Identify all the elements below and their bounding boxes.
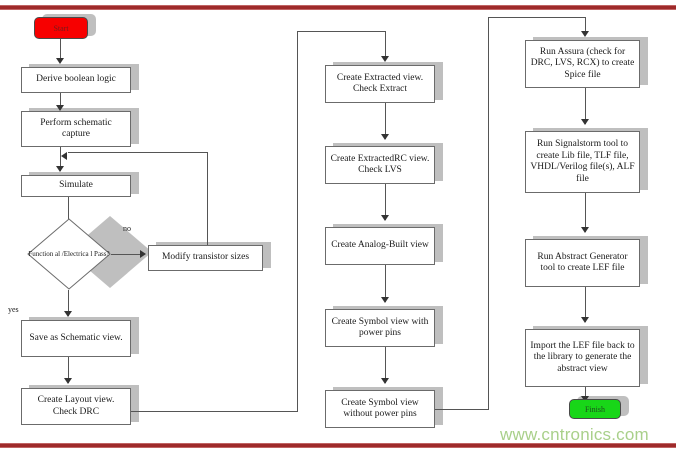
connector-import-to-finish bbox=[585, 387, 586, 401]
node-finish[interactable]: Finish bbox=[569, 399, 621, 419]
node-create-symbol-view-with-power-pins[interactable]: Create Symbol view with power pins bbox=[325, 309, 435, 347]
arrowhead-save-schematic bbox=[64, 311, 72, 317]
connector-decision-yes bbox=[68, 290, 69, 316]
connector-feedback-vertical bbox=[207, 152, 208, 245]
arrowhead-feedback-join bbox=[61, 152, 67, 160]
node-create-analog-built-view[interactable]: Create Analog-Built view bbox=[325, 227, 435, 265]
connector-extracted-to-extractedrc bbox=[385, 103, 386, 139]
arrowhead-create-symbol-with bbox=[381, 297, 389, 303]
node-simulate[interactable]: Simulate bbox=[21, 175, 131, 197]
connector-middle-to-right-v bbox=[488, 17, 489, 410]
connector-decision-no bbox=[111, 254, 142, 255]
connector-symbolwith-to-symbolwithout bbox=[385, 347, 386, 383]
arrowhead-modify-transistor bbox=[140, 250, 146, 258]
connector-extractedrc-to-analogbuilt bbox=[385, 184, 386, 220]
connector-analogbuilt-to-symbolwith bbox=[385, 265, 386, 302]
connector-start-to-derive bbox=[60, 39, 61, 60]
node-create-extracted-view-label: Create Extracted view. Check Extract bbox=[336, 72, 424, 95]
arrowhead-capture bbox=[56, 105, 64, 111]
node-create-extractedrc-view-label: Create ExtractedRC view. Check LVS bbox=[330, 153, 430, 176]
arrowhead-run-signalstorm bbox=[581, 119, 589, 125]
node-create-extracted-view[interactable]: Create Extracted view. Check Extract bbox=[325, 65, 435, 103]
arrowhead-run-assura bbox=[581, 31, 589, 37]
connector-signalstorm-to-abstract bbox=[585, 193, 586, 232]
connector-feedback-horizontal bbox=[68, 152, 208, 153]
node-create-extractedrc-view[interactable]: Create ExtractedRC view. Check LVS bbox=[325, 146, 435, 184]
page-rule-bottom bbox=[0, 443, 676, 448]
arrowhead-create-extractedrc bbox=[381, 134, 389, 140]
arrowhead-import-lef bbox=[581, 317, 589, 323]
decision-diamond-shape bbox=[27, 218, 111, 290]
node-run-signalstorm-label: Run Signalstorm tool to create Lib file,… bbox=[530, 139, 635, 184]
arrowhead-simulate bbox=[56, 166, 64, 172]
arrowhead-create-analog-built bbox=[381, 215, 389, 221]
connector-layout-to-middle-h1 bbox=[131, 411, 298, 412]
node-run-assura-label: Run Assura (check for DRC, LVS, RCX) to … bbox=[530, 46, 635, 80]
connector-into-assura-v bbox=[585, 17, 586, 33]
node-perform-schematic-capture-label: Perform schematic capture bbox=[40, 117, 112, 140]
arrowhead-create-layout bbox=[64, 378, 72, 384]
connector-middle-to-right-h1 bbox=[435, 409, 489, 410]
connector-into-extracted-v bbox=[385, 31, 386, 58]
node-run-abstract-generator-label: Run Abstract Generator tool to create LE… bbox=[537, 251, 628, 274]
node-modify-transistor-sizes[interactable]: Modify transistor sizes bbox=[148, 245, 263, 271]
node-derive-boolean-logic-label: Derive boolean logic bbox=[36, 74, 116, 85]
node-create-symbol-view-without-power-pins[interactable]: Create Symbol view without power pins bbox=[325, 390, 435, 428]
node-import-lef-file[interactable]: Import the LEF file back to the library … bbox=[525, 329, 640, 387]
node-run-signalstorm[interactable]: Run Signalstorm tool to create Lib file,… bbox=[525, 131, 640, 193]
node-import-lef-file-label: Import the LEF file back to the library … bbox=[530, 340, 635, 374]
connector-middle-to-right-h2 bbox=[488, 17, 586, 18]
connector-schematic-to-layout bbox=[68, 357, 69, 383]
branch-label-yes: yes bbox=[8, 305, 19, 314]
node-run-assura[interactable]: Run Assura (check for DRC, LVS, RCX) to … bbox=[525, 40, 640, 88]
connector-simulate-to-decision bbox=[68, 197, 69, 222]
node-create-analog-built-view-label: Create Analog-Built view bbox=[331, 240, 429, 251]
connector-layout-to-middle-h2 bbox=[297, 31, 386, 32]
node-start-label: Start bbox=[53, 23, 69, 33]
node-perform-schematic-capture[interactable]: Perform schematic capture bbox=[21, 111, 131, 147]
node-create-layout-view-check-drc[interactable]: Create Layout view. Check DRC bbox=[21, 388, 131, 425]
connector-layout-to-middle-v bbox=[297, 31, 298, 412]
watermark-text: www.cntronics.com bbox=[500, 425, 649, 444]
connector-derive-to-capture bbox=[60, 93, 61, 109]
node-derive-boolean-logic[interactable]: Derive boolean logic bbox=[21, 67, 131, 93]
connector-abstract-to-import bbox=[585, 287, 586, 322]
node-save-as-schematic-view-label: Save as Schematic view. bbox=[29, 332, 123, 343]
arrowhead-derive bbox=[56, 58, 64, 64]
node-finish-label: Finish bbox=[584, 404, 605, 414]
branch-label-no: no bbox=[123, 224, 131, 233]
arrowhead-create-symbol-without bbox=[381, 378, 389, 384]
page-rule-top bbox=[0, 5, 676, 10]
node-modify-transistor-sizes-label: Modify transistor sizes bbox=[161, 252, 250, 263]
arrowhead-run-abstract-generator bbox=[581, 227, 589, 233]
node-create-symbol-view-without-power-pins-label: Create Symbol view without power pins bbox=[341, 397, 419, 420]
arrowhead-create-extracted bbox=[381, 56, 389, 62]
node-functional-electrical-pass[interactable]: Function al /Electrica l Pass? bbox=[27, 218, 111, 290]
node-start[interactable]: Start bbox=[34, 17, 88, 39]
node-create-layout-view-check-drc-label: Create Layout view. Check DRC bbox=[37, 395, 115, 417]
connector-assura-to-signalstorm bbox=[585, 88, 586, 124]
node-run-abstract-generator[interactable]: Run Abstract Generator tool to create LE… bbox=[525, 239, 640, 287]
node-create-symbol-view-with-power-pins-label: Create Symbol view with power pins bbox=[331, 316, 429, 339]
node-simulate-label: Simulate bbox=[59, 180, 93, 191]
node-save-as-schematic-view[interactable]: Save as Schematic view. bbox=[21, 320, 131, 357]
connector-capture-to-simulate bbox=[60, 147, 61, 171]
